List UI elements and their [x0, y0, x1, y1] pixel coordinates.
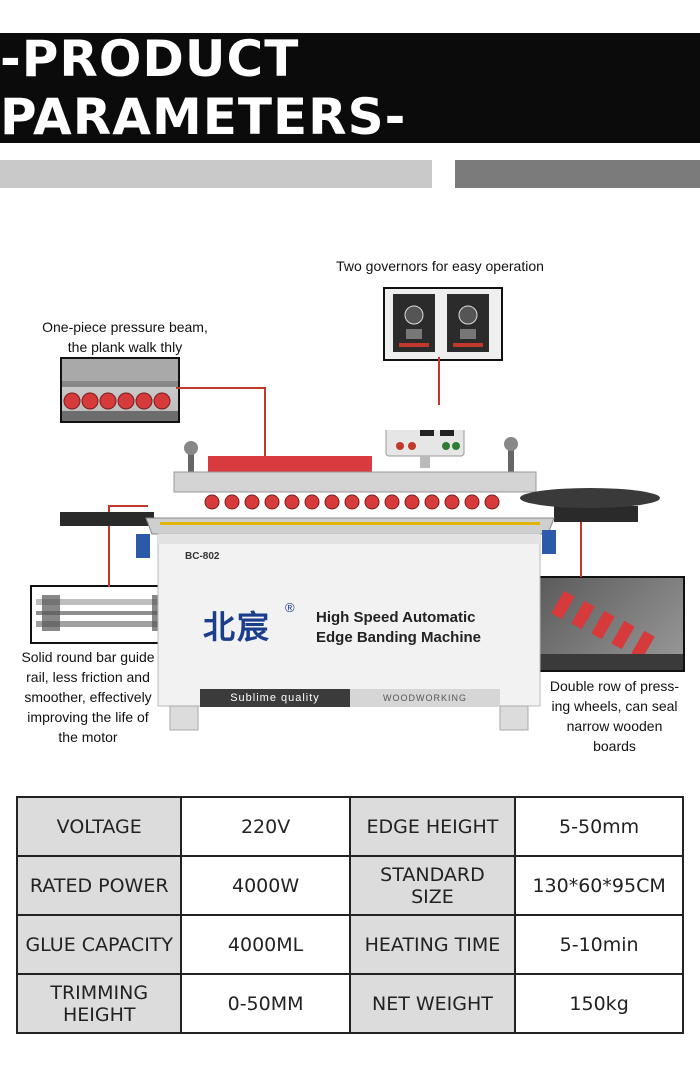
- caption-pressing-wheels: Double row of press- ing wheels, can sea…: [549, 678, 680, 754]
- param-label: VOLTAGE: [15, 796, 183, 857]
- param-label: HEATING TIME: [348, 914, 517, 975]
- param-value: 5-10min: [514, 914, 684, 975]
- param-value: 130*60*95CM: [514, 855, 684, 916]
- inset-governors-photo: [383, 287, 503, 361]
- page-title-banner: -PRODUCT PARAMETERS-: [0, 30, 700, 146]
- divider-bar-light: [0, 160, 432, 188]
- divider-bar-dark: [455, 160, 700, 188]
- param-label: TRIMMING HEIGHT: [15, 973, 183, 1034]
- param-value: 220V: [180, 796, 351, 857]
- param-label: STANDARD SIZE: [348, 855, 517, 916]
- table-row: RATED POWER 4000W STANDARD SIZE 130*60*9…: [15, 855, 684, 916]
- leader-line-beam: [176, 387, 264, 389]
- page-title: -PRODUCT PARAMETERS-: [0, 30, 407, 146]
- brand-logo-text: 北宸: [203, 608, 272, 646]
- param-value: 0-50MM: [180, 973, 351, 1034]
- inset-pressing-wheels-photo: [535, 576, 685, 672]
- pressing-wheels-illustration: [537, 590, 683, 670]
- registered-mark: ®: [285, 600, 295, 615]
- caption-guide-rail: Solid round bar guide rail, less frictio…: [21, 649, 155, 745]
- leader-line-governors: [438, 357, 440, 405]
- table-row: GLUE CAPACITY 4000ML HEATING TIME 5-10mi…: [15, 914, 684, 975]
- caption-governors: Two governors for easy operation: [336, 258, 544, 274]
- woodworking-strip: WOODWORKING: [350, 689, 500, 707]
- param-label: NET WEIGHT: [348, 973, 517, 1034]
- inset-guide-rail-photo: [30, 585, 182, 644]
- parameters-table: VOLTAGE 220V EDGE HEIGHT 5-50mm RATED PO…: [15, 796, 684, 1034]
- param-label: EDGE HEIGHT: [348, 796, 517, 857]
- leader-line-wheels: [580, 515, 582, 577]
- param-value: 150kg: [514, 973, 684, 1034]
- inset-pressure-beam-photo: [60, 357, 180, 423]
- leader-line-beam-drop: [264, 387, 266, 472]
- quality-strip: Sublime quality: [200, 689, 350, 707]
- leader-line-rail: [108, 505, 110, 587]
- param-label: RATED POWER: [15, 855, 183, 916]
- caption-pressure-beam: One-piece pressure beam, the plank walk …: [42, 319, 208, 355]
- pressure-beam-illustration: [62, 359, 178, 421]
- param-value: 4000ML: [180, 914, 351, 975]
- governor-panels-illustration: [393, 294, 489, 352]
- machine-name: High Speed Automatic Edge Banding Machin…: [316, 609, 482, 646]
- machine-model: BC-802: [185, 551, 220, 562]
- table-row: TRIMMING HEIGHT 0-50MM NET WEIGHT 150kg: [15, 973, 684, 1034]
- param-label: GLUE CAPACITY: [15, 914, 183, 975]
- param-value: 5-50mm: [514, 796, 684, 857]
- edge-banding-machine-illustration: [60, 430, 660, 731]
- param-value: 4000W: [180, 855, 351, 916]
- table-row: VOLTAGE 220V EDGE HEIGHT 5-50mm: [15, 796, 684, 857]
- leader-line-rail-arm: [108, 505, 148, 507]
